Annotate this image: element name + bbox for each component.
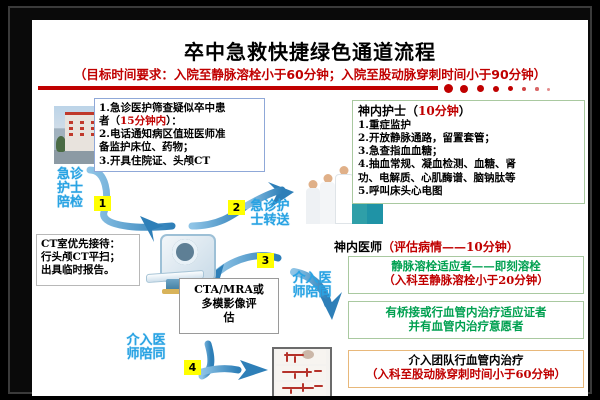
step3-line-1: 介入医	[292, 271, 332, 286]
cta-line-3: 估	[223, 310, 235, 324]
ct-line-3: 出具临时报告。	[41, 264, 115, 277]
step-label-intervention-accompany-lower: 介入医 师陪同	[124, 333, 168, 363]
ct-line-2: 行头颅CT平扫；	[41, 251, 121, 264]
neuro-physician-header: 神内医师（评估病情——10分钟）	[334, 238, 519, 255]
divider-dot	[460, 85, 468, 93]
box-iv-thrombolysis: 静脉溶栓适应者——即刻溶栓 （入科至静脉溶栓小于20分钟）	[348, 256, 584, 294]
box-emergency-triage: 1.急诊医护筛查疑似卒中患 者（15分钟内）： 2.电话通知病区值班医师准 备监…	[94, 98, 265, 172]
step-label-intervention-accompany-upper: 介入医 师陪同	[290, 271, 334, 301]
step2-line-2: 士转送	[250, 213, 290, 229]
step-badge-4: 4	[184, 360, 201, 375]
triage-line-3: 2.电话通知病区值班医师准	[99, 128, 226, 141]
divider-dot	[444, 84, 453, 93]
box-ct-room: CT室优先接待： 行头颅CT平扫； 出具临时报告。	[36, 234, 140, 286]
nurse-line-5: 功、电解质、心肌酶谱、脑钠肽等	[358, 171, 516, 184]
nurse-line-1: 1.重症监护	[358, 119, 411, 131]
nurse-line-3: 3.急查指血血糖；	[358, 145, 443, 158]
slide-canvas: 卒中急救快捷绿色通道流程 （目标时间要求：入院至静脉溶栓小于60分钟；入院至股动…	[32, 20, 588, 396]
step-badge-2: 2	[228, 200, 245, 215]
bridge-line-2: 并有血管内治疗意愿者	[408, 319, 524, 334]
divider-dot	[493, 86, 499, 92]
cerebral-angiography-images	[272, 347, 332, 396]
physician-time: （评估病情——10分钟）	[382, 240, 519, 254]
step1-line-2: 护士	[56, 181, 83, 197]
cta-line-2: 多模影像评	[201, 296, 257, 310]
box-bridging-indication: 有桥接或行血管内治疗适应证者 并有血管内治疗意愿者	[348, 301, 584, 339]
iv-line-2: （入科至静脉溶栓小于20分钟）	[383, 273, 549, 288]
nurse-line-4: 4.抽血常规、凝血检测、血糖、肾	[358, 158, 516, 171]
page-title: 卒中急救快捷绿色通道流程	[184, 40, 436, 64]
bridge-line-1: 有桥接或行血管内治疗适应证者	[385, 305, 547, 319]
nurse-line-2: 2.开放静脉通路，留置套管；	[358, 132, 495, 145]
box-endovascular-treatment: 介入团队行血管内治疗 （入科至股动脉穿刺时间小于60分钟）	[348, 350, 584, 388]
iv-line-1: 静脉溶栓适应者——即刻溶栓	[391, 259, 541, 273]
cta-line-1: CTA/MRA或	[194, 283, 264, 296]
evt-line-2: （入科至股动脉穿刺时间小于60分钟）	[365, 367, 566, 382]
step-label-nurse-transport: 急诊护 士转送	[248, 199, 292, 229]
triage-line-1: 1.急诊医护筛查疑似卒中患	[99, 102, 226, 114]
divider-dot	[535, 87, 539, 91]
triage-line-4: 备监护床位、药物；	[99, 141, 194, 154]
step1-line-3: 陪检	[56, 195, 83, 211]
divider-dot	[522, 87, 526, 91]
triage-line-5: 3.开具住院证、头颅CT	[99, 154, 211, 167]
step3-line-2: 师陪同	[292, 285, 332, 301]
triage-line-2: 者（15分钟内）：	[99, 115, 182, 128]
step-label-escort-nurse: 急诊 护士 陪检	[46, 167, 94, 211]
divider-dot	[547, 88, 550, 91]
header-divider	[38, 86, 438, 90]
step-badge-3: 3	[257, 253, 274, 268]
box-cta-mra: CTA/MRA或 多模影像评 估	[179, 278, 279, 334]
divider-dot	[508, 86, 513, 91]
step2-line-1: 急诊护	[250, 199, 290, 214]
nurse-title: 神内护士（10分钟）	[358, 104, 471, 118]
box-neuro-nurse: 神内护士（10分钟） 1.重症监护 2.开放静脉通路，留置套管； 3.急查指血血…	[352, 100, 585, 204]
physician-label: 神内医师	[334, 240, 383, 254]
ct-line-1: CT室优先接待：	[41, 238, 121, 250]
divider-dot	[477, 85, 484, 92]
page-subtitle: （目标时间要求：入院至静脉溶栓小于60分钟；入院至股动脉穿刺时间小于90分钟）	[73, 67, 547, 82]
step-badge-1: 1	[94, 196, 111, 211]
step4-line-1: 介入医	[126, 333, 166, 348]
step1-line-1: 急诊	[56, 167, 83, 182]
frame-bevel: 卒中急救快捷绿色通道流程 （目标时间要求：入院至静脉溶栓小于60分钟；入院至股动…	[8, 6, 592, 396]
evt-line-1: 介入团队行血管内治疗	[408, 353, 524, 367]
nurse-line-6: 5.呼叫床头心电图	[358, 184, 443, 197]
step4-line-2: 师陪同	[126, 347, 166, 363]
